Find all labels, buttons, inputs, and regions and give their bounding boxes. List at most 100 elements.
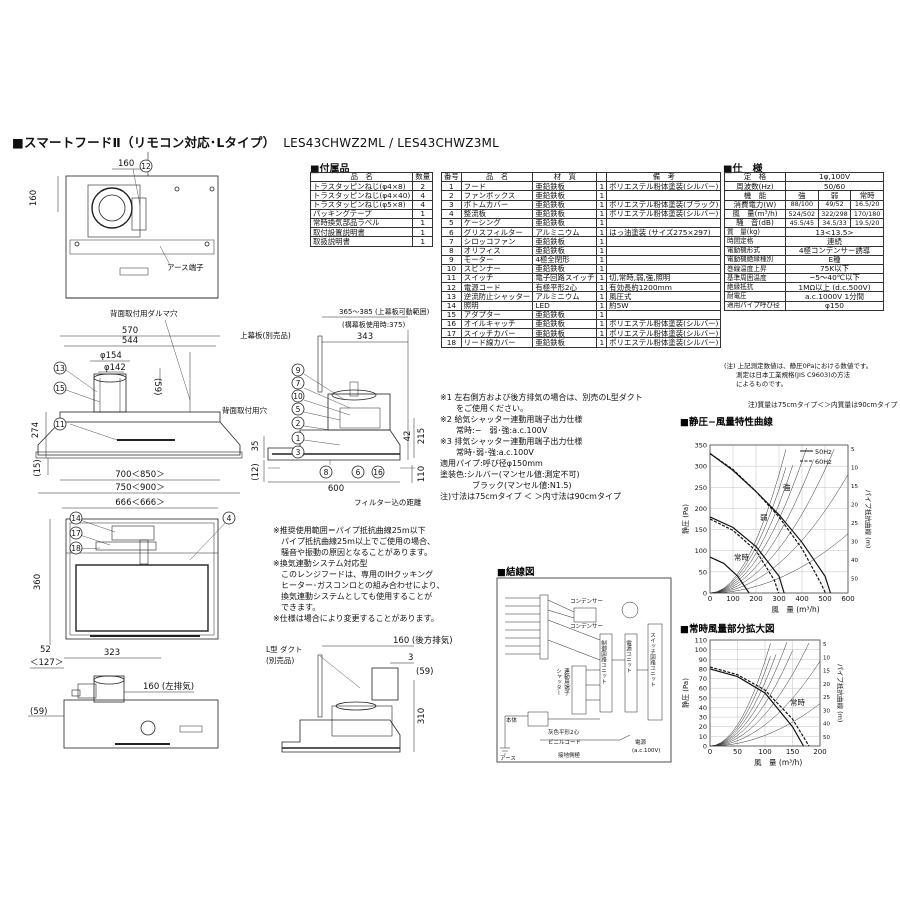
x-tick-label: 150: [786, 748, 799, 756]
callout-circle: [291, 389, 305, 403]
callout-number: 18: [71, 544, 81, 553]
wiring-capacitor-1: コンデンサー: [570, 597, 603, 605]
dim-323: 323: [104, 648, 120, 658]
callout-circle: [69, 511, 83, 525]
left-exhaust-view: [63, 675, 219, 749]
pipe-tick-label: 5: [851, 447, 855, 453]
dimension-lines: [28, 168, 415, 752]
note-line: 換気連動システムとしても使用することが: [273, 592, 433, 601]
pipe-tick-label: 30: [823, 708, 830, 714]
callout-circle: [291, 402, 305, 416]
table-cell: φ150: [785, 300, 884, 311]
dim-127: ＜127＞: [30, 658, 63, 668]
pipe-curve: [709, 650, 793, 747]
dim-160-side: 160: [29, 190, 39, 206]
table-cell: トラスタッピンねじ(φ4×8): [309, 181, 414, 192]
y-tick-label: 100: [695, 547, 707, 555]
table-cell: 1φ,100V: [785, 171, 884, 183]
note-line: ヒーター･ガスコンロとの組み合わせにより、: [273, 581, 445, 590]
y-tick-label: 150: [695, 526, 707, 534]
pipe-curve: [709, 449, 787, 594]
callout-circle: [291, 431, 305, 445]
callout-number: 3: [296, 448, 301, 457]
table-cell: ポリエステル粉体塗装(ブラック): [606, 199, 722, 210]
pipe-tick-label: 30: [851, 540, 858, 546]
callout-number: 8: [324, 468, 329, 477]
callout-circle: [53, 417, 67, 431]
spec-note-2: 測定は日本工業規格(JIS C9603)の方法: [736, 371, 851, 379]
note-line: ※推奨使用範囲＝パイプ抵抗曲線25m以下: [273, 526, 426, 535]
note-line: ※1 左右側方および後方排気の場合は、別売のL型ダクト: [440, 393, 643, 402]
callout-number: 1: [296, 434, 301, 443]
y-tick-label: 50: [699, 568, 707, 576]
table-cell: 4: [412, 190, 434, 201]
table-cell: 45.5/45: [785, 217, 819, 229]
chart1-heading: ■静圧−風量特性曲線: [680, 416, 773, 428]
wiring-ground: アース: [500, 755, 516, 762]
pipe-tick-label: 50: [823, 735, 830, 741]
wiring-switch-unit: スイッチ回路ユニット: [649, 632, 656, 688]
table-header-row: 番号品 名材 質備 考: [441, 171, 722, 183]
note-line: ※換気連動システム対応型: [273, 559, 368, 568]
callout-number: 13: [55, 364, 65, 373]
back-exhaust-view: [281, 654, 401, 753]
y-axis-label: 静圧 (Pa): [681, 504, 690, 534]
side-view-drawing: [267, 335, 415, 469]
wiring-diagram: ■結線図 コンデンサー コンデンサー 制御回路ユニット 電源ユニット スイッチ回…: [496, 566, 672, 763]
x-tick-label: 100: [726, 595, 739, 603]
series-line: [709, 668, 805, 747]
table-cell: 524/502: [785, 208, 819, 219]
label-earth-terminal: アース端子: [167, 262, 204, 272]
table-cell: [606, 217, 722, 229]
note-line: ※2 給気シャッター連動用端子出力仕様: [440, 415, 583, 424]
header-cell: 数量: [412, 171, 434, 183]
note-line: ブラック(マンセル値:N1.5): [440, 481, 572, 490]
x-tick-label: 200: [813, 748, 826, 756]
table-cell: 88/100: [785, 199, 819, 210]
table-cell: 亜鉛鉄板: [532, 208, 598, 219]
pipe-tick-label: 10: [851, 466, 858, 472]
callout-number: 2: [296, 419, 301, 428]
table-cell: 常時換気部品ラベル: [309, 217, 414, 229]
header-cell: 強: [785, 190, 819, 201]
leader-lines: [65, 168, 361, 689]
dim-59-back: (59): [416, 667, 433, 677]
legend-50hz: 50Hz: [815, 448, 832, 456]
table-row: トラスタッピンねじ(φ4×8)2: [309, 181, 434, 192]
header-cell: 材 質: [532, 171, 598, 183]
label-weak: 弱: [760, 513, 768, 522]
dim-42: 42: [403, 431, 413, 442]
dim-544: 544: [122, 336, 138, 346]
dim-59-left: (59): [30, 707, 47, 717]
table-cell: 4: [412, 199, 434, 210]
dim-52: 52: [40, 645, 51, 655]
pipe-curve: [709, 533, 849, 594]
wiring-heading: ■結線図: [497, 566, 534, 578]
wiring-shutter: シャッター: [555, 668, 562, 696]
table-header-row: 品 名数量: [309, 171, 434, 183]
y-tick-label: 100: [695, 646, 707, 654]
x-tick-label: 500: [818, 595, 831, 603]
table-cell: 1: [412, 208, 434, 219]
callout-number: 7: [296, 379, 301, 388]
table-cell: 4極コンデンサー誘導: [785, 245, 884, 256]
y-tick-label: 250: [695, 484, 707, 492]
header-cell: 機 能: [724, 190, 786, 201]
table-cell: 騒 音(dB): [724, 217, 786, 229]
y-tick-label: 200: [695, 505, 707, 513]
table-cell: 亜鉛鉄板: [532, 245, 598, 256]
callout-circle: [222, 511, 236, 525]
dim-600: 600: [328, 484, 344, 494]
table-row: 時間定格連続: [724, 236, 884, 247]
callout-number: 6: [356, 468, 361, 477]
y-tick-label: 30: [699, 714, 707, 722]
